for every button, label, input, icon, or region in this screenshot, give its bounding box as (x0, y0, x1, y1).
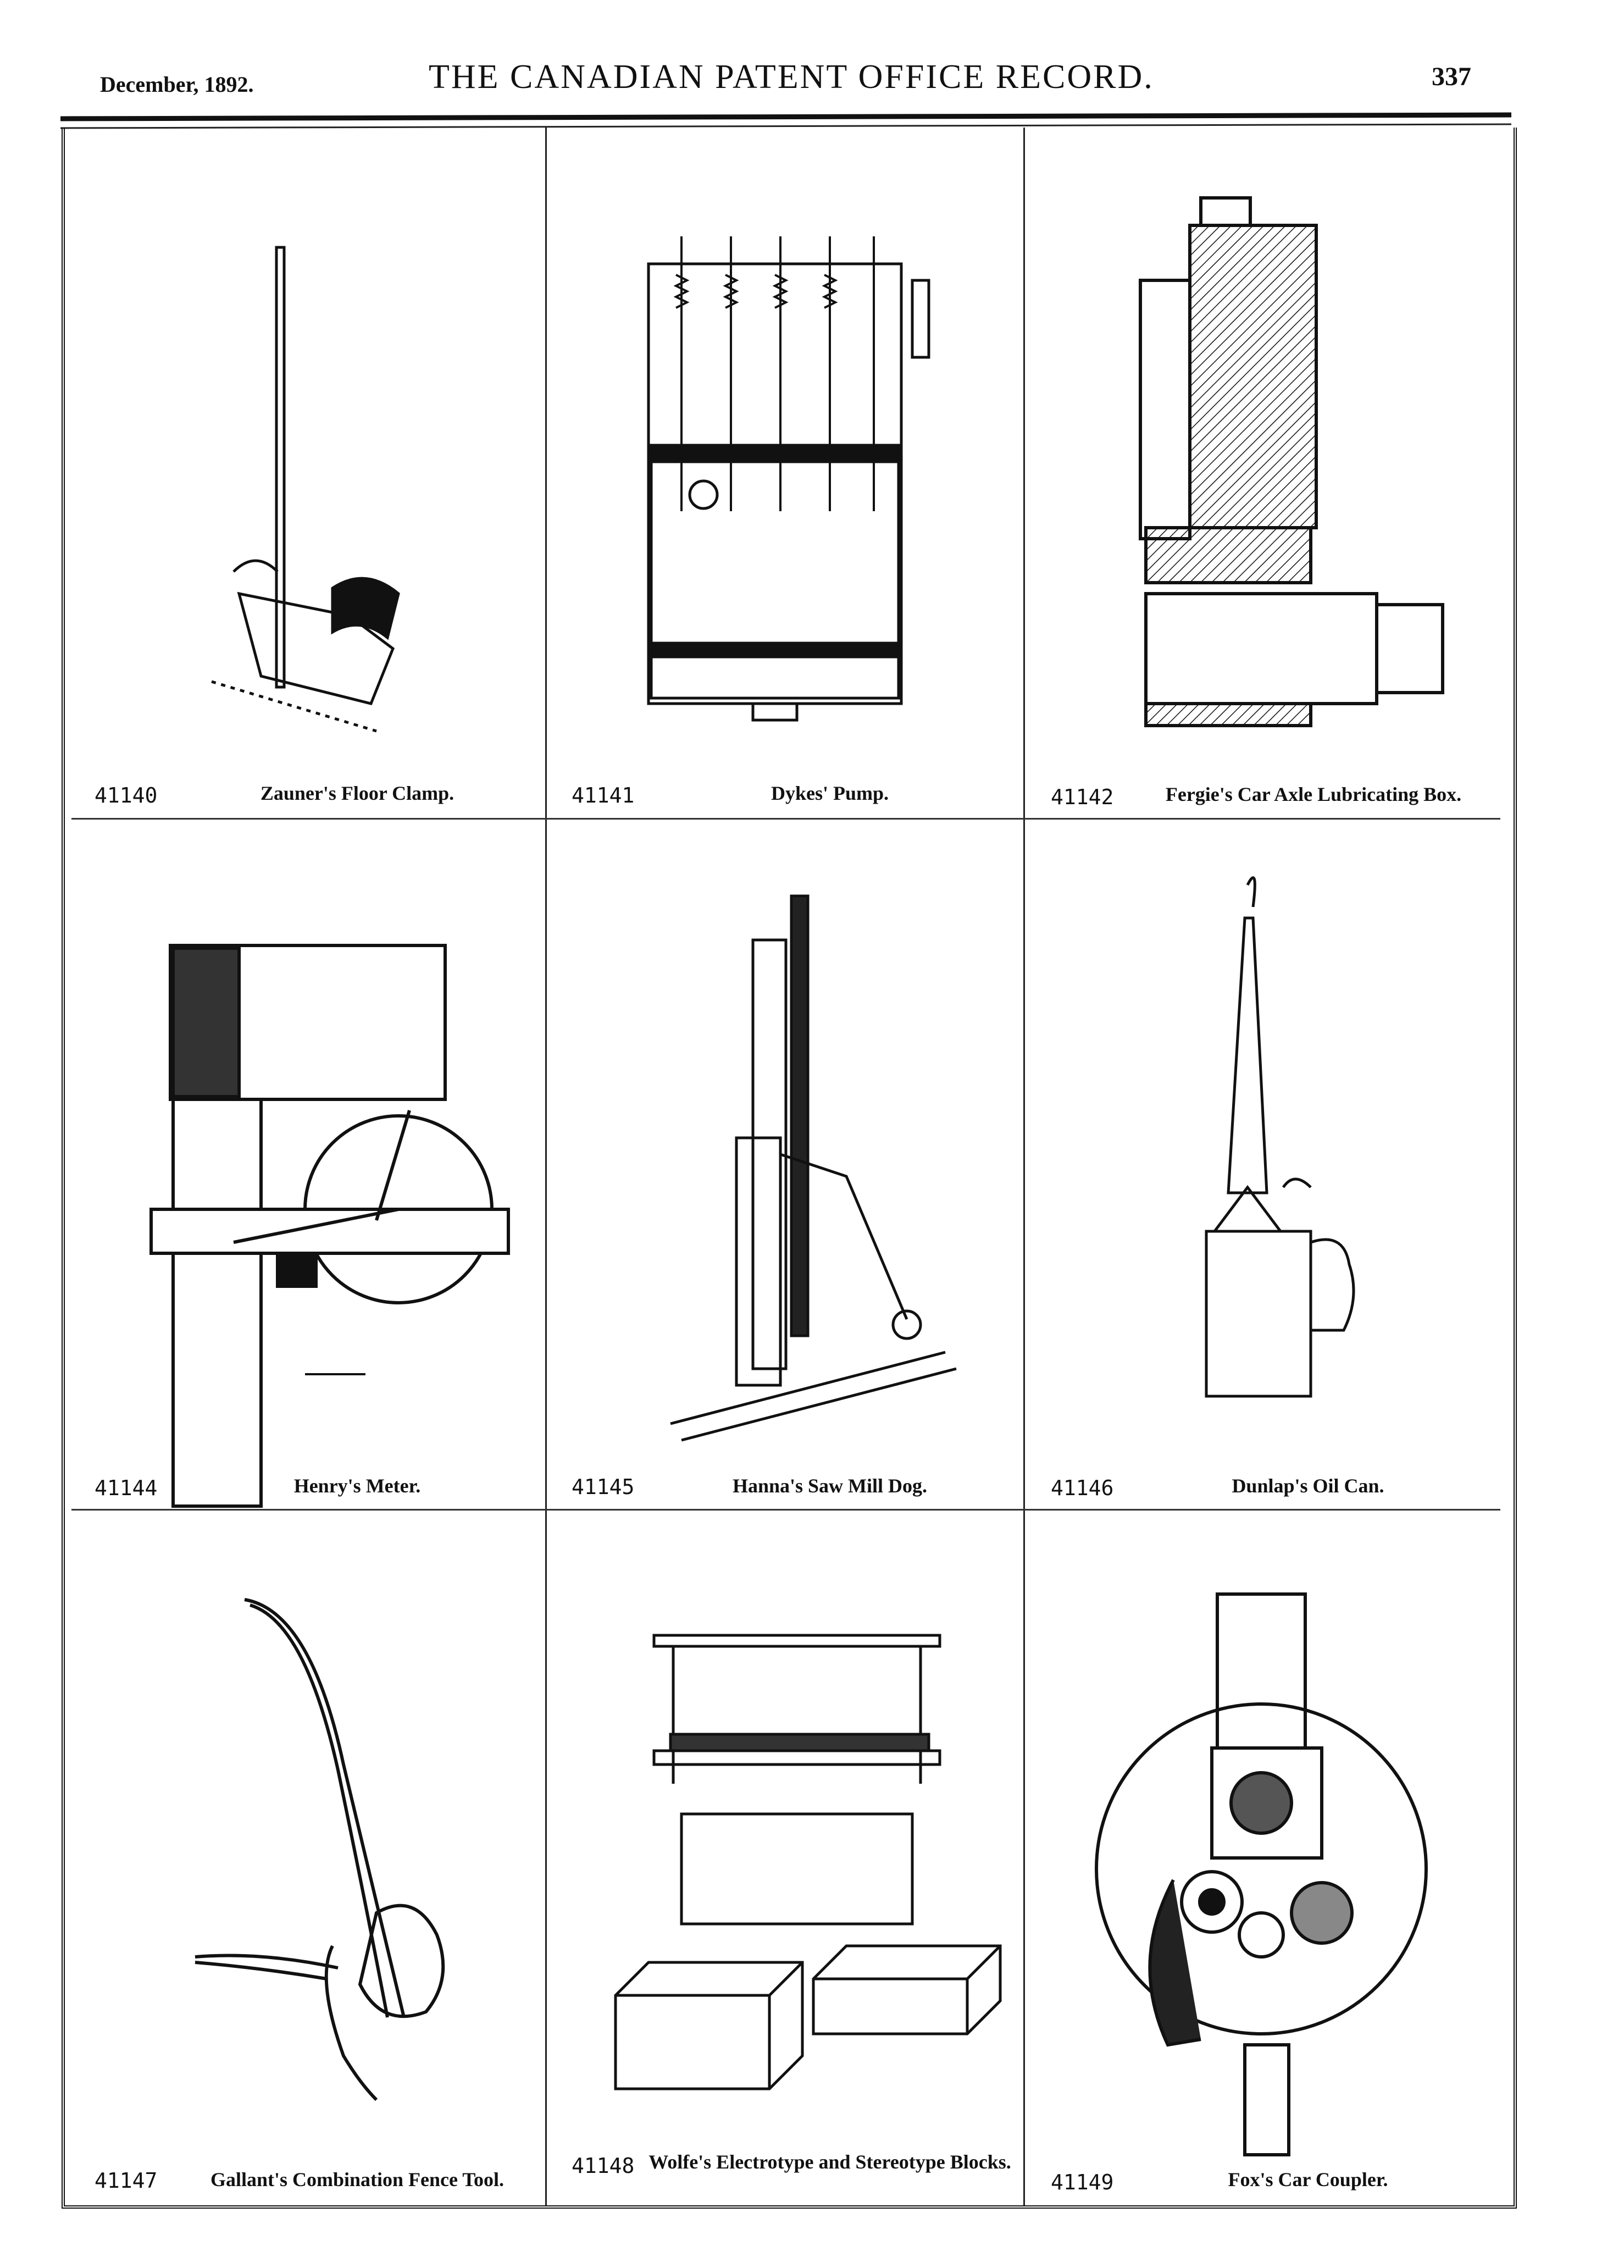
patent-number: 41141 (572, 783, 635, 807)
patent-number: 41142 (1051, 785, 1114, 809)
patent-number: 41140 (95, 783, 158, 807)
header-rule (60, 112, 1512, 121)
patent-number: 41147 (95, 2169, 158, 2193)
patent-number: 41146 (1051, 1476, 1114, 1500)
patent-title: Zauner's Floor Clamp. (260, 782, 455, 804)
patent-number: 41145 (572, 1475, 635, 1499)
patent-number: 41149 (1051, 2170, 1114, 2194)
patent-number: 41144 (95, 1476, 158, 1500)
column-divider (545, 128, 547, 2205)
publication-title: THE CANADIAN PATENT OFFICE RECORD. (429, 58, 1154, 96)
row-divider (71, 1509, 1500, 1511)
patent-41140-figure (69, 132, 541, 819)
issue-date: December, 1892. (100, 72, 254, 97)
patent-title: Fox's Car Coupler. (1228, 2169, 1388, 2190)
patent-title: Fergie's Car Axle Lubricating Box. (1165, 783, 1462, 805)
page-number: 337 (1432, 62, 1471, 91)
patent-title: Dykes' Pump. (771, 782, 889, 804)
patent-41146-figure (1030, 825, 1503, 1512)
patent-title: Henry's Meter. (293, 1475, 421, 1497)
patent-title: Wolfe's Electrotype and Stereotype Block… (649, 2151, 1011, 2173)
patent-41144-figure (69, 825, 541, 1512)
patent-title: Gallant's Combination Fence Tool. (210, 2169, 505, 2190)
patent-41142-figure (1030, 132, 1503, 819)
patent-41147-figure (69, 1517, 541, 2204)
patent-41141-figure (550, 132, 1022, 819)
patent-title: Dunlap's Oil Can. (1232, 1475, 1384, 1497)
patent-41145-figure (550, 825, 1022, 1512)
patent-41148-figure (550, 1517, 1022, 2204)
page-frame (62, 128, 1517, 2209)
row-divider (71, 818, 1500, 820)
patent-41149-figure (1030, 1517, 1503, 2204)
patent-title: Hanna's Saw Mill Dog. (732, 1475, 928, 1497)
patent-number: 41148 (572, 2154, 635, 2178)
column-divider (1023, 128, 1025, 2205)
